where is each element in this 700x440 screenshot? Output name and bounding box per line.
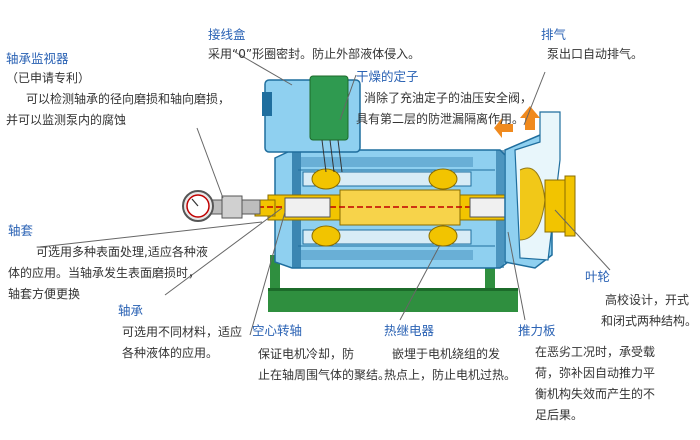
bearing-monitor-title: 轴承监视器 bbox=[6, 51, 69, 66]
bearing-monitor-line: 并可以监测泵内的腐蚀 bbox=[6, 113, 127, 127]
base-frame bbox=[268, 255, 518, 312]
impeller-line: 和闭式两种结构。 bbox=[601, 314, 698, 328]
stator-windings bbox=[302, 168, 472, 247]
bearing-monitor-gauge bbox=[182, 190, 261, 222]
bearing-monitor-line: （已申请专利） bbox=[6, 71, 91, 85]
junction-box bbox=[262, 75, 361, 173]
sleeve-line: 可选用多种表面处理,适应各种液 bbox=[36, 245, 208, 259]
bearing-line: 可选用不同材料，适应 bbox=[122, 325, 243, 339]
dry-stator-title: 干燥的定子 bbox=[356, 69, 419, 84]
thermal-relay-line: 嵌埋于电机绕组的发 bbox=[392, 347, 501, 361]
dry-stator-line: 具有第二层的防泄漏隔离作用。 bbox=[356, 112, 525, 126]
hollow-shaft-title: 空心转轴 bbox=[252, 323, 303, 338]
thermal-relay-line: 热点上，防止电机过热。 bbox=[384, 368, 517, 382]
vent-arrows bbox=[494, 106, 540, 138]
junction-box-description: 采用“0”形圈密封。防止外部液体侵入。 bbox=[208, 44, 420, 65]
hollow-shaft-line: 保证电机冷却，防 bbox=[258, 347, 355, 361]
thrust-plate-title: 推力板 bbox=[518, 323, 556, 338]
impeller-title: 叶轮 bbox=[585, 269, 611, 284]
thermal-relay-title: 热继电器 bbox=[384, 323, 435, 338]
hollow-shaft-line: 止在轴周围气体的聚结。 bbox=[258, 368, 391, 382]
impeller-description: 高校设计，开式 和闭式两种结构。 bbox=[601, 290, 697, 332]
thrust-plate-line: 在恶劣工况时，承受载 bbox=[535, 345, 656, 359]
thrust-plate-line: 衡机构失效而产生的不 bbox=[535, 387, 656, 401]
thrust-plate-line: 荷，弥补因自动推力平 bbox=[535, 366, 656, 380]
bearing-description: 可选用不同材料，适应 各种液体的应用。 bbox=[122, 322, 242, 364]
bearing-monitor-line: 可以检测轴承的径向磨损和轴向磨损， bbox=[26, 92, 231, 106]
bearing-monitor-description: （已申请专利） 可以检测轴承的径向磨损和轴向磨损， 并可以监测泵内的腐蚀 bbox=[6, 68, 230, 131]
junction-box-title: 接线盒 bbox=[208, 27, 246, 42]
sleeve-title: 轴套 bbox=[8, 223, 34, 238]
rotor-shaft bbox=[240, 189, 560, 226]
sleeve-line: 体的应用。当轴承发生表面磨损时， bbox=[8, 266, 201, 280]
dry-stator-line: 消除了充油定子的油压安全阀， bbox=[364, 91, 533, 105]
vent-line: 泵出口自动排气。 bbox=[547, 47, 644, 61]
impeller-line: 高校设计，开式 bbox=[605, 293, 690, 307]
sleeve-description: 可选用多种表面处理,适应各种液 体的应用。当轴承发生表面磨损时， 轴套方便更换 bbox=[8, 242, 208, 305]
leader-lines bbox=[39, 51, 611, 336]
bearing-line: 各种液体的应用。 bbox=[122, 346, 219, 360]
vent-description: 泵出口自动排气。 bbox=[547, 44, 643, 65]
dry-stator-description: 消除了充油定子的油压安全阀， 具有第二层的防泄漏隔离作用。 bbox=[356, 88, 533, 130]
vent-title: 排气 bbox=[541, 27, 567, 42]
junction-box-line: 采用“0”形圈密封。防止外部液体侵入。 bbox=[208, 47, 421, 61]
hollow-shaft-description: 保证电机冷却，防 止在轴周围气体的聚结。 bbox=[258, 344, 390, 386]
bearing-title: 轴承 bbox=[118, 303, 144, 318]
thrust-plate-line: 足后果。 bbox=[535, 408, 584, 422]
thermal-relay-description: 嵌埋于电机绕组的发 热点上，防止电机过热。 bbox=[384, 344, 516, 386]
thrust-plate-description: 在恶劣工况时，承受载 荷，弥补因自动推力平 衡机构失效而产生的不 足后果。 bbox=[535, 342, 655, 426]
pump-head bbox=[504, 111, 576, 269]
sleeve-line: 轴套方便更换 bbox=[8, 287, 81, 301]
